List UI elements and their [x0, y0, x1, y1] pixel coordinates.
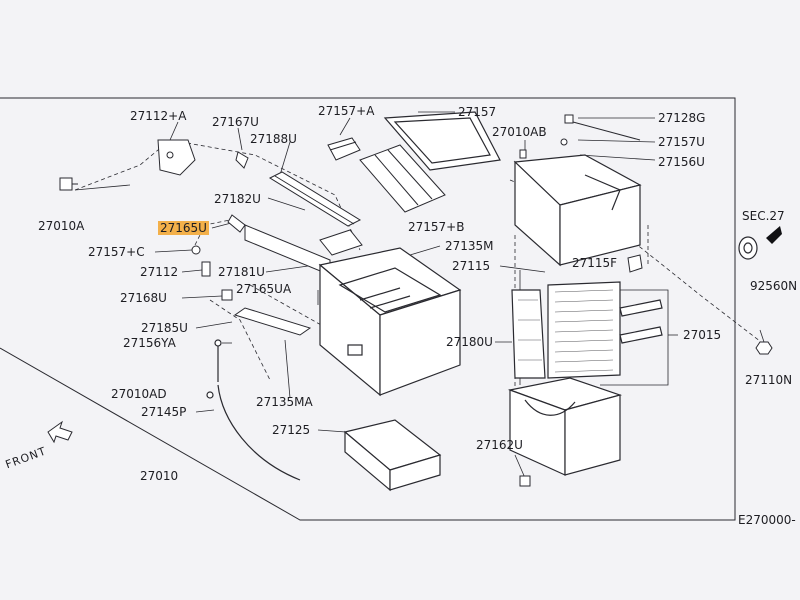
link-bar-27185u [233, 307, 312, 336]
heater-core-27015 [547, 281, 663, 379]
screw-27010a [59, 177, 78, 191]
callout-27157: 27157 [458, 105, 497, 119]
callout-sec-27: SEC.27 [742, 209, 785, 223]
filter-strip-27188u [268, 171, 362, 227]
callout-27182u: 27182U [214, 192, 261, 206]
diagram-frame [0, 97, 736, 521]
motor-housing-27125 [343, 419, 442, 492]
callout-27181u: 27181U [218, 265, 265, 279]
callout-27157u: 27157U [658, 135, 705, 149]
callout-27157-a: 27157+A [318, 104, 375, 118]
section-arrow-icon [766, 226, 782, 244]
callout-27168u: 27168U [120, 291, 167, 305]
filter-27157a [327, 137, 361, 161]
nut-27110n [755, 341, 773, 355]
callout-27010ad: 27010AD [111, 387, 167, 401]
callout-92560n: 92560N [750, 279, 798, 293]
grommet-92560n [738, 236, 758, 260]
callout-27167u: 27167U [212, 115, 259, 129]
callout-27165u: 27165U [158, 221, 209, 235]
callout-27180u: 27180U [446, 335, 493, 349]
callout-27185u: 27185U [141, 321, 188, 335]
callout-27156u: 27156U [658, 155, 705, 169]
case-lower-right [507, 377, 623, 476]
callout-27115: 27115 [452, 259, 491, 273]
callout-27135m: 27135M [445, 239, 494, 253]
callout-27112: 27112 [140, 265, 179, 279]
small-parts-left [191, 151, 249, 301]
filter-27157b [359, 144, 446, 213]
callout-27145p: 27145P [141, 405, 187, 419]
reference-code: E270000- [738, 513, 796, 527]
rod-27128g [519, 114, 641, 159]
callout-27156ya: 27156YA [123, 336, 176, 350]
callout-27010ab: 27010AB [492, 125, 547, 139]
bracket-27112a [157, 139, 196, 176]
callout-27188u: 27188U [250, 132, 297, 146]
callout-27125: 27125 [272, 423, 311, 437]
callout-27162u: 27162U [476, 438, 523, 452]
panel-27180u [511, 289, 546, 379]
callout-27110n: 27110N [745, 373, 793, 387]
front-arrow-icon [47, 420, 73, 444]
callout-27128g: 27128G [658, 111, 706, 125]
heater-case-27135m [318, 247, 462, 397]
callout-27157-c: 27157+C [88, 245, 145, 259]
clip-27115f [627, 254, 643, 273]
callout-27112-a: 27112+A [130, 109, 187, 123]
frame-27157 [383, 111, 501, 171]
callout-27010: 27010 [140, 469, 179, 483]
callout-27165ua: 27165UA [236, 282, 292, 296]
case-upper-right [513, 154, 642, 267]
callout-27115f: 27115F [572, 256, 618, 270]
clip-27162u [519, 475, 531, 487]
callout-27010a: 27010A [38, 219, 85, 233]
cable-27145p [206, 339, 301, 481]
callout-27135ma: 27135MA [256, 395, 313, 409]
callout-27015: 27015 [683, 328, 722, 342]
leader-lines [74, 111, 766, 479]
callout-27157-b: 27157+B [408, 220, 465, 234]
